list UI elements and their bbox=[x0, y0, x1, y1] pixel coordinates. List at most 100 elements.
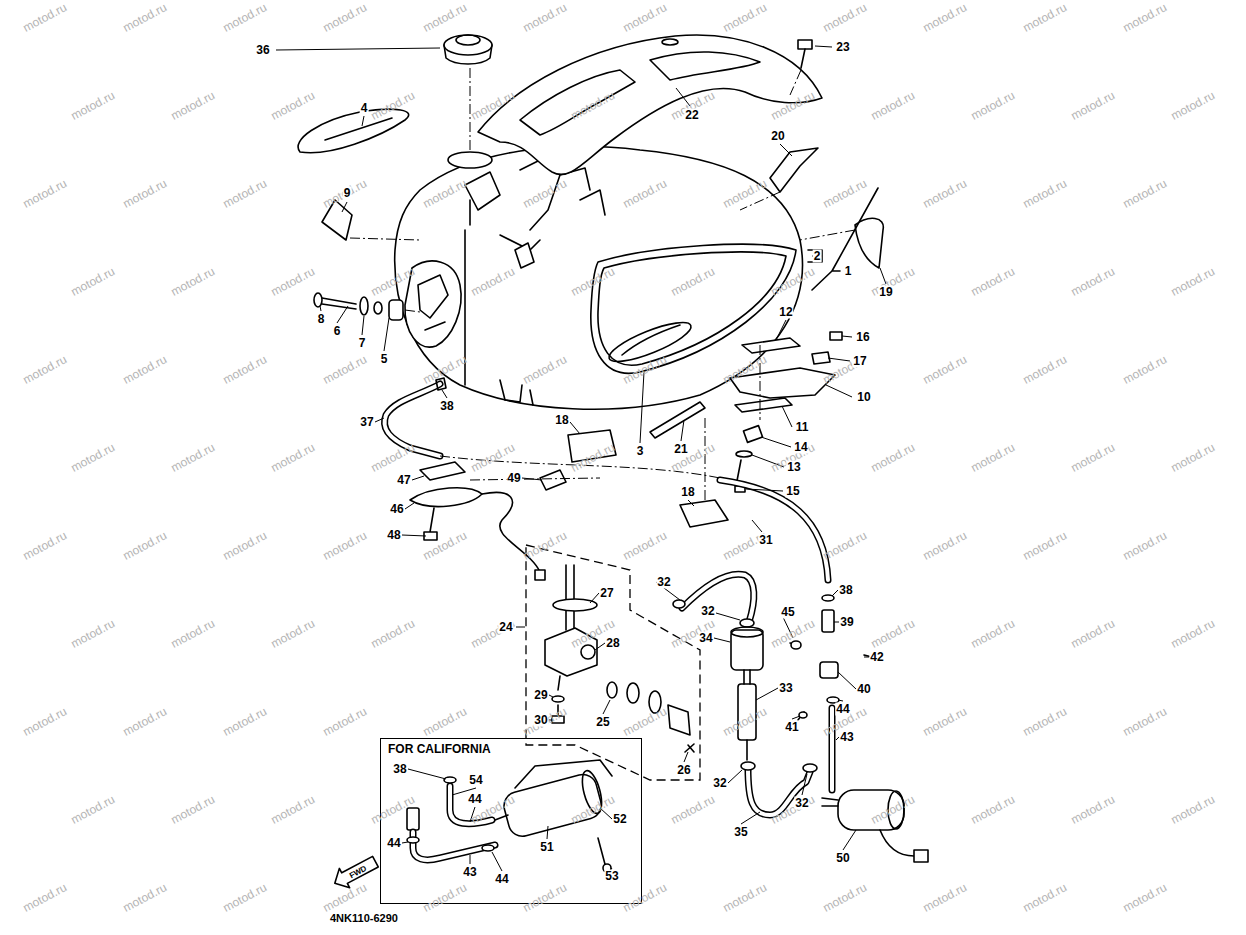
watermark: motod.ru bbox=[1169, 89, 1217, 123]
watermark: motod.ru bbox=[869, 793, 917, 827]
watermark: motod.ru bbox=[169, 793, 217, 827]
watermark: motod.ru bbox=[1021, 177, 1069, 211]
drawing-code: 4NK110-6290 bbox=[330, 912, 398, 924]
watermark: motod.ru bbox=[269, 265, 317, 299]
callout-number: 2 bbox=[813, 250, 822, 263]
watermark: motod.ru bbox=[969, 89, 1017, 123]
watermark: motod.ru bbox=[1021, 353, 1069, 387]
watermark: motod.ru bbox=[969, 617, 1017, 651]
watermark: motod.ru bbox=[521, 177, 569, 211]
callout-number: 6 bbox=[333, 325, 342, 338]
watermark: motod.ru bbox=[321, 353, 369, 387]
watermark: motod.ru bbox=[569, 793, 617, 827]
callout-number: 26 bbox=[676, 764, 691, 777]
callout-number: 39 bbox=[839, 616, 854, 629]
watermark: motod.ru bbox=[721, 1, 769, 35]
callout-number: 4 bbox=[360, 102, 369, 115]
callout-number: 51 bbox=[539, 841, 554, 854]
watermark: motod.ru bbox=[821, 1, 869, 35]
watermark: motod.ru bbox=[721, 353, 769, 387]
watermark: motod.ru bbox=[621, 881, 669, 915]
watermark: motod.ru bbox=[469, 265, 517, 299]
callout-number: 35 bbox=[733, 826, 748, 839]
watermark: motod.ru bbox=[1069, 89, 1117, 123]
watermark: motod.ru bbox=[369, 265, 417, 299]
callout-number: 24 bbox=[498, 621, 513, 634]
watermark: motod.ru bbox=[21, 705, 69, 739]
watermark: motod.ru bbox=[721, 177, 769, 211]
watermark: motod.ru bbox=[369, 441, 417, 475]
watermark: motod.ru bbox=[1069, 617, 1117, 651]
callout-number: 3 bbox=[636, 445, 645, 458]
callout-number: 7 bbox=[358, 337, 367, 350]
watermark: motod.ru bbox=[621, 353, 669, 387]
watermark: motod.ru bbox=[721, 881, 769, 915]
watermark: motod.ru bbox=[169, 441, 217, 475]
callout-number: 44 bbox=[835, 703, 850, 716]
watermark: motod.ru bbox=[1169, 265, 1217, 299]
callout-number: 44 bbox=[467, 793, 482, 806]
watermark: motod.ru bbox=[869, 89, 917, 123]
watermark: motod.ru bbox=[121, 705, 169, 739]
watermark: motod.ru bbox=[1169, 617, 1217, 651]
callout-number: 29 bbox=[533, 689, 548, 702]
watermark: motod.ru bbox=[569, 89, 617, 123]
watermark: motod.ru bbox=[1069, 265, 1117, 299]
watermark: motod.ru bbox=[69, 617, 117, 651]
callout-number: 53 bbox=[604, 870, 619, 883]
watermark: motod.ru bbox=[869, 441, 917, 475]
watermark: motod.ru bbox=[221, 353, 269, 387]
watermark: motod.ru bbox=[921, 881, 969, 915]
callout-number: 45 bbox=[780, 606, 795, 619]
callout-number: 40 bbox=[856, 683, 871, 696]
watermark: motod.ru bbox=[521, 1, 569, 35]
watermark: motod.ru bbox=[621, 529, 669, 563]
watermark: motod.ru bbox=[769, 793, 817, 827]
watermark: motod.ru bbox=[121, 529, 169, 563]
watermark: motod.ru bbox=[669, 265, 717, 299]
watermark: motod.ru bbox=[521, 881, 569, 915]
callout-number: 19 bbox=[878, 286, 893, 299]
callout-number: 32 bbox=[700, 605, 715, 618]
callout-number: 32 bbox=[794, 797, 809, 810]
watermark: motod.ru bbox=[69, 89, 117, 123]
watermark: motod.ru bbox=[321, 705, 369, 739]
watermark: motod.ru bbox=[21, 353, 69, 387]
watermark: motod.ru bbox=[969, 441, 1017, 475]
watermark: motod.ru bbox=[369, 793, 417, 827]
watermark: motod.ru bbox=[769, 617, 817, 651]
callout-number: 23 bbox=[835, 41, 850, 54]
watermark: motod.ru bbox=[169, 265, 217, 299]
watermark: motod.ru bbox=[269, 441, 317, 475]
callout-number: 33 bbox=[778, 682, 793, 695]
watermark: motod.ru bbox=[569, 265, 617, 299]
watermark: motod.ru bbox=[1021, 881, 1069, 915]
callout-number: 38 bbox=[838, 584, 853, 597]
watermark: motod.ru bbox=[821, 177, 869, 211]
watermark: motod.ru bbox=[269, 89, 317, 123]
watermark: motod.ru bbox=[421, 529, 469, 563]
watermark: motod.ru bbox=[1121, 705, 1169, 739]
watermark: motod.ru bbox=[521, 529, 569, 563]
watermark: motod.ru bbox=[121, 353, 169, 387]
callout-number: 31 bbox=[758, 534, 773, 547]
callout-number: 34 bbox=[698, 632, 713, 645]
callout-number: 9 bbox=[343, 187, 352, 200]
watermark: motod.ru bbox=[221, 705, 269, 739]
watermark: motod.ru bbox=[221, 177, 269, 211]
callout-number: 18 bbox=[680, 486, 695, 499]
callout-number: 54 bbox=[468, 774, 483, 787]
watermark: motod.ru bbox=[69, 265, 117, 299]
watermark: motod.ru bbox=[869, 617, 917, 651]
watermark: motod.ru bbox=[969, 265, 1017, 299]
callout-number: 47 bbox=[396, 474, 411, 487]
watermark: motod.ru bbox=[769, 265, 817, 299]
watermark: motod.ru bbox=[421, 177, 469, 211]
watermark: motod.ru bbox=[621, 705, 669, 739]
watermark: motod.ru bbox=[321, 1, 369, 35]
watermark: motod.ru bbox=[469, 441, 517, 475]
watermark: motod.ru bbox=[621, 1, 669, 35]
callout-number: 49 bbox=[506, 472, 521, 485]
watermark: motod.ru bbox=[1121, 1, 1169, 35]
